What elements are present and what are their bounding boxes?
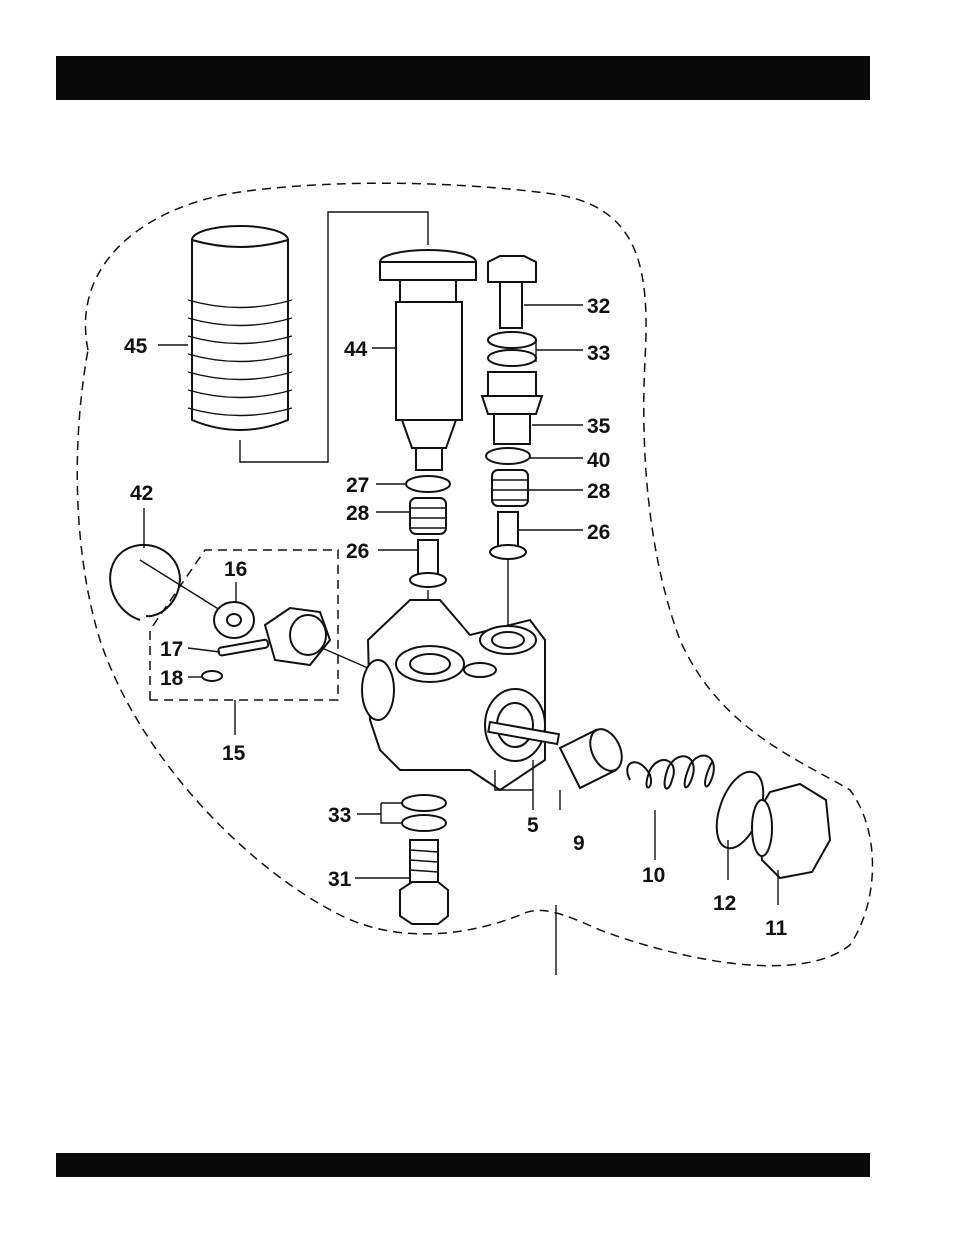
part-18-clip [202, 671, 222, 681]
callout-31: 31 [328, 868, 352, 891]
part-26-valve-right [490, 512, 526, 559]
part-33-washer-top-a [488, 332, 536, 348]
callout-32: 32 [587, 295, 610, 318]
callout-15: 15 [222, 742, 246, 765]
part-5-pump-body [362, 600, 559, 790]
part-26-valve-left [410, 540, 446, 587]
part-42-circlip [110, 545, 180, 620]
part-9-sleeve [560, 724, 628, 788]
callout-17: 17 [160, 638, 183, 661]
part-tappet [265, 608, 330, 665]
callout-40: 40 [587, 449, 610, 472]
callout-16: 16 [224, 558, 247, 581]
callout-12: 12 [713, 892, 736, 915]
callout-18: 18 [160, 667, 184, 690]
part-44-pump-knob [380, 250, 476, 470]
part-28-spring-right [492, 470, 528, 506]
callout-45: 45 [124, 335, 148, 358]
callout-35: 35 [587, 415, 611, 438]
part-31-banjo-bolt [400, 840, 448, 924]
callout-44: 44 [344, 338, 368, 361]
part-33-washer-bottom-b [402, 815, 446, 831]
part-17-pin [218, 639, 269, 656]
callout-26-left: 26 [346, 540, 369, 563]
callout-33-top: 33 [587, 342, 610, 365]
part-40-oring [486, 448, 530, 464]
part-33-washer-top-b [488, 350, 536, 366]
part-10-spring [627, 756, 714, 789]
part-32-banjo-bolt [488, 256, 536, 328]
callout-9: 9 [573, 832, 585, 855]
callout-42: 42 [130, 482, 153, 505]
callout-26-right: 26 [587, 521, 610, 544]
callout-28-left: 28 [346, 502, 370, 525]
part-45-bellows [188, 226, 292, 430]
part-16-roller [214, 602, 254, 638]
callout-5: 5 [527, 814, 539, 837]
part-27-oring [406, 476, 450, 492]
callout-10: 10 [642, 864, 665, 887]
callout-27: 27 [346, 474, 369, 497]
callout-28-right: 28 [587, 480, 611, 503]
callout-33-bottom: 33 [328, 804, 351, 827]
part-33-washer-bottom-a [402, 795, 446, 811]
part-28-spring-left [410, 498, 446, 534]
callout-11: 11 [765, 917, 788, 940]
part-35-fitting [482, 372, 542, 444]
